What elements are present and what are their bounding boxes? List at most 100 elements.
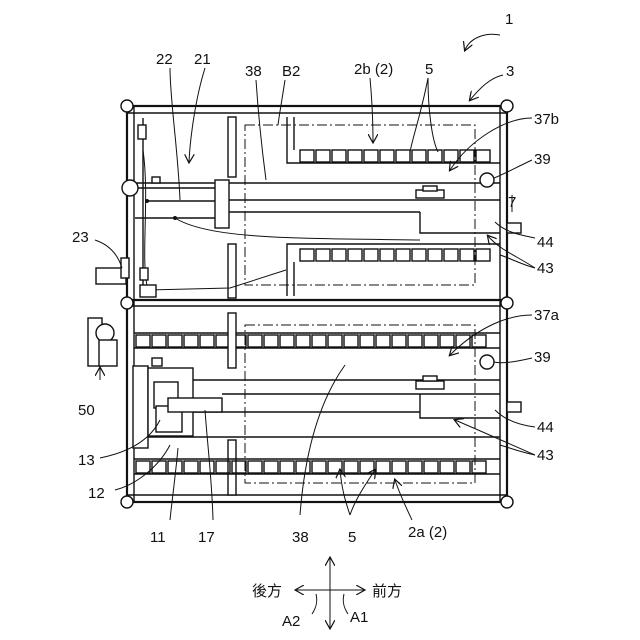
storage-cell (380, 150, 394, 162)
storage-cell (348, 249, 362, 261)
ref-label-b2: B2 (282, 63, 300, 80)
storage-cell (428, 249, 442, 261)
ref-label-38-lower: 38 (292, 529, 309, 546)
ref-label-39-upper: 39 (534, 151, 551, 168)
storage-cell (296, 335, 310, 347)
storage-cell (300, 249, 314, 261)
frame-3 (121, 100, 513, 508)
storage-cell (440, 335, 454, 347)
storage-cell (280, 461, 294, 473)
storage-cell (152, 335, 166, 347)
ref-label-2b: 2b (2) (354, 61, 393, 78)
ref-label-5-lower: 5 (348, 529, 356, 546)
ref-label-13: 13 (78, 452, 95, 469)
storage-cell (168, 335, 182, 347)
storage-cell (444, 150, 458, 162)
direction-front-label: 前方 (372, 583, 402, 600)
ref-label-7: 7 (508, 194, 516, 211)
storage-cell (312, 461, 326, 473)
storage-cell (472, 335, 486, 347)
ref-label-1: 1 (505, 11, 513, 28)
storage-cell (392, 461, 406, 473)
storage-cell (424, 335, 438, 347)
shelf-cells-top (300, 150, 490, 162)
shelf-cells-upper-bottom (300, 249, 490, 261)
ref-label-39-lower: 39 (534, 349, 551, 366)
ref-label-37b: 37b (534, 111, 559, 128)
storage-cell (408, 335, 422, 347)
storage-cell (136, 335, 150, 347)
direction-a2-label: A2 (282, 613, 300, 630)
ref-label-17: 17 (198, 529, 215, 546)
ref-label-23: 23 (72, 229, 89, 246)
storage-cell (472, 461, 486, 473)
storage-cell (348, 150, 362, 162)
shelf-cells-lower-top (136, 335, 486, 347)
storage-cell (428, 150, 442, 162)
ref-label-43-upper: 43 (537, 260, 554, 277)
ref-label-22: 22 (156, 51, 173, 68)
storage-cell (360, 335, 374, 347)
storage-cell (412, 249, 426, 261)
ref-label-38-upper: 38 (245, 63, 262, 80)
storage-cell (296, 461, 310, 473)
storage-cell (264, 335, 278, 347)
direction-indicator: 後方 前方 A2 A1 (252, 558, 402, 630)
storage-cell (200, 461, 214, 473)
storage-cell (364, 249, 378, 261)
storage-cell (456, 461, 470, 473)
storage-cell (380, 249, 394, 261)
storage-cell (248, 335, 262, 347)
direction-rear-label: 後方 (252, 583, 282, 600)
ref-label-44-upper: 44 (537, 234, 554, 251)
ref-label-43-lower: 43 (537, 447, 554, 464)
ref-label-12: 12 (88, 485, 105, 502)
storage-cell (456, 335, 470, 347)
storage-cell (396, 249, 410, 261)
storage-cell (440, 461, 454, 473)
storage-cell (184, 461, 198, 473)
storage-cell (460, 150, 474, 162)
storage-cell (376, 335, 390, 347)
storage-cell (444, 249, 458, 261)
storage-cell (364, 150, 378, 162)
storage-cell (344, 335, 358, 347)
direction-a1-label: A1 (350, 609, 368, 626)
ref-label-44-lower: 44 (537, 419, 554, 436)
storage-cell (476, 150, 490, 162)
storage-cell (264, 461, 278, 473)
storage-cell (184, 335, 198, 347)
storage-cell (248, 461, 262, 473)
storage-cell (376, 461, 390, 473)
storage-cell (328, 335, 342, 347)
storage-cell (316, 150, 330, 162)
storage-cell (424, 461, 438, 473)
ref-label-21: 21 (194, 51, 211, 68)
storage-cell (396, 150, 410, 162)
storage-cell (408, 461, 422, 473)
leader-lines (95, 34, 535, 520)
storage-cell (200, 335, 214, 347)
part-50 (88, 318, 117, 366)
storage-cell (332, 249, 346, 261)
storage-cell (460, 249, 474, 261)
storage-cell (344, 461, 358, 473)
lower-storage-2a (133, 313, 521, 495)
storage-cell (412, 150, 426, 162)
storage-cell (360, 461, 374, 473)
ref-label-2a: 2a (2) (408, 524, 447, 541)
storage-cell (312, 335, 326, 347)
ref-label-5-upper: 5 (425, 61, 433, 78)
storage-cell (300, 150, 314, 162)
storage-cell (280, 335, 294, 347)
ref-label-11: 11 (150, 529, 166, 546)
upper-storage-2b (96, 117, 521, 298)
storage-cell (476, 249, 490, 261)
storage-cell (168, 461, 182, 473)
ref-label-37a: 37a (534, 307, 560, 324)
storage-cell (136, 461, 150, 473)
storage-cell (316, 249, 330, 261)
ref-label-50: 50 (78, 402, 95, 419)
storage-cell (392, 335, 406, 347)
